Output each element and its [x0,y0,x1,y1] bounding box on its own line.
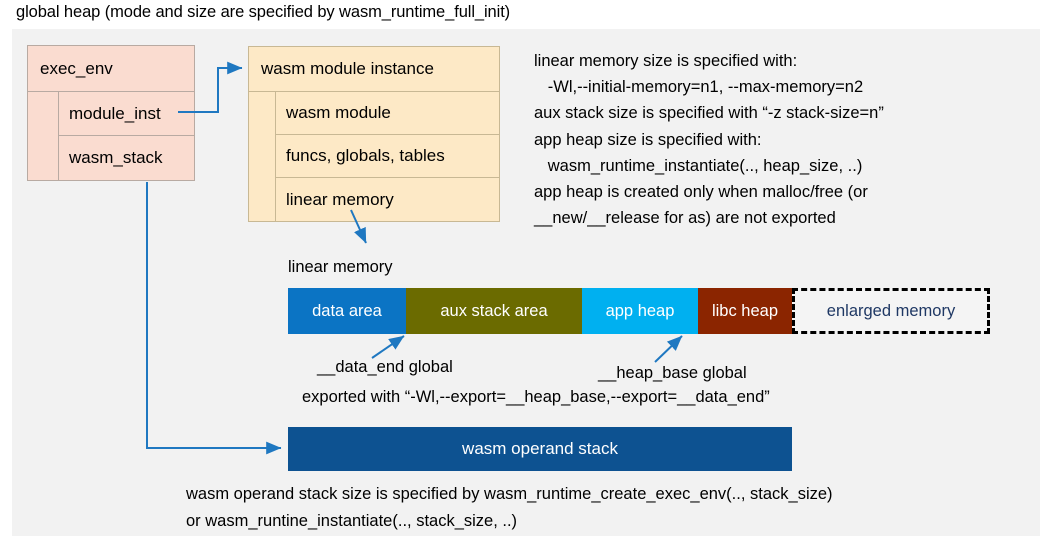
memory-segment-label: enlarged memory [826,301,956,320]
linear-memory-bar: data area aux stack area app heap libc heap… [288,288,990,334]
module-instance-body: wasm module funcs, globals, tables linea… [249,92,499,222]
memory-segment-aux-stack-area: aux stack area [406,288,582,334]
module-instance-fields: wasm module funcs, globals, tables linea… [276,92,499,222]
memory-segment-label: data area [312,301,382,320]
memory-segment-label: app heap [605,301,675,320]
memory-segment-enlarged-memory: enlarged memory [792,288,990,334]
exec-env-body: module_inst wasm_stack [28,92,194,181]
page-title: global heap (mode and size are specified… [16,3,511,21]
memory-segment-data-area: data area [288,288,406,334]
data-end-global-label: __data_end global [317,358,453,376]
operand-stack-note: wasm operand stack size is specified by … [186,485,833,530]
memory-segment-label: aux stack area [440,301,548,320]
exec-env-indent [28,92,59,181]
exported-with-label: exported with “-Wl,--export=__heap_base,… [302,388,770,406]
exec-env-header: exec_env [28,46,194,92]
exec-env-box: exec_env module_inst wasm_stack [27,45,195,181]
wasm-operand-stack-label: wasm operand stack [462,439,618,458]
memory-segment-label: libc heap [711,301,779,320]
wasm-operand-stack-box: wasm operand stack [288,427,792,471]
module-instance-field-wasm-module: wasm module [276,92,499,135]
memory-segment-app-heap: app heap [582,288,698,334]
module-instance-field-linear-memory: linear memory [286,190,394,209]
linear-memory-notes: linear memory size is specified with: -W… [534,52,884,228]
module-instance-header: wasm module instance [249,47,499,92]
heap-base-global-label: __heap_base global [598,364,747,382]
exec-env-field-module-inst: module_inst [59,92,194,136]
exec-env-fields: module_inst wasm_stack [59,92,194,181]
memory-segment-libc-heap: libc heap [698,288,792,334]
module-instance-indent [249,92,276,222]
linear-memory-label: linear memory [288,258,393,276]
module-instance-field-funcs-globals-tables: funcs, globals, tables [276,135,499,178]
wasm-module-instance-box: wasm module instance wasm module funcs, … [248,46,500,222]
exec-env-field-wasm-stack: wasm_stack [69,148,163,167]
